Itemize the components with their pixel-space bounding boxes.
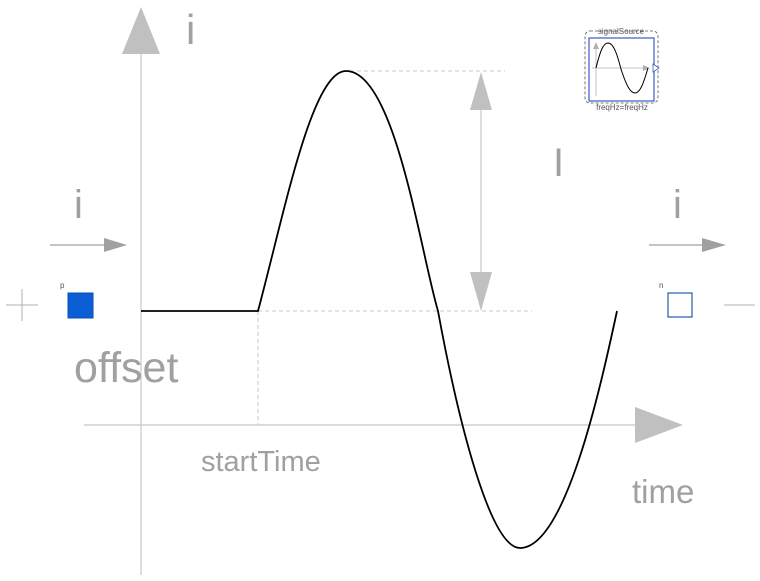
time-axis-arrowhead: [635, 407, 683, 443]
y-axis-arrowhead: [122, 7, 160, 54]
icon-output-port: [652, 63, 660, 73]
signal-source-name: signalSource: [598, 27, 645, 36]
current-out-label: i: [673, 183, 682, 227]
start-time-label: startTime: [201, 446, 321, 478]
amplitude-arrowhead-top: [470, 72, 492, 110]
amplitude-label: I: [553, 141, 564, 185]
current-in-arrowhead: [104, 238, 127, 252]
icon-sine-wave: [595, 42, 649, 94]
signal-curve: [141, 70, 618, 549]
current-in-label: i: [74, 183, 83, 227]
current-out-arrowhead: [702, 238, 726, 252]
signal-source-parameter: freqHz=freqHz: [596, 103, 648, 112]
pin-p[interactable]: [67, 292, 94, 319]
pin-n[interactable]: [667, 292, 693, 318]
icon-x-arrowhead: [643, 65, 650, 71]
offset-label: offset: [74, 344, 178, 392]
icon-y-arrowhead: [593, 42, 599, 49]
y-axis-label: i: [186, 6, 195, 53]
pin-p-label: p: [60, 281, 65, 290]
time-axis-label: time: [632, 473, 694, 510]
pin-n-label: n: [659, 281, 663, 290]
signal-source-icon[interactable]: signalSource freqHz=freqHz: [584, 27, 660, 112]
amplitude-arrowhead-bottom: [470, 272, 492, 311]
